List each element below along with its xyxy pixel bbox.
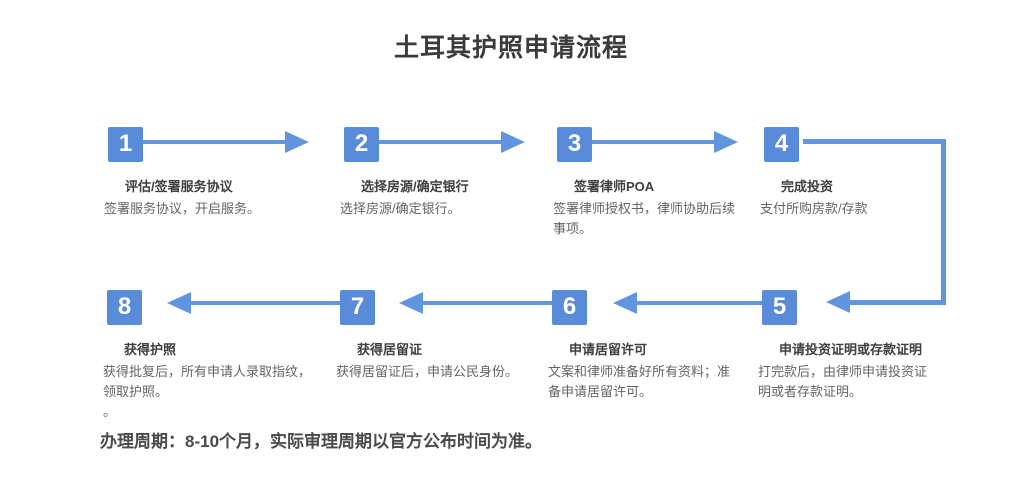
step-5-title: 申请投资证明或存款证明: [779, 342, 923, 357]
step-5-description: 打完款后，由律师申请投资证 明或者存款证明。: [758, 364, 928, 399]
step-6-title: 申请居留许可: [569, 342, 648, 357]
step-3-description: 签署律师授权书，律师协助后续 事项。: [553, 201, 736, 236]
step-6-number-box: 6: [552, 290, 587, 325]
page-title: 土耳其护照申请流程: [393, 34, 628, 62]
step-3-title: 签署律师POA: [574, 179, 655, 194]
step-2: 2 选择房源/确定银行 选择房源/确定银行。: [340, 127, 580, 219]
arrow-left-icon: [399, 292, 423, 314]
arrow-right-icon: [379, 140, 501, 144]
step-4-title: 完成投资: [781, 179, 834, 194]
step-6: 6 申请居留许可 文案和律师准备好所有资料；准 备申请居留许可。: [548, 290, 788, 402]
step-8: 8 获得护照 获得批复后，所有申请人录取指纹， 领取护照。 。: [103, 290, 343, 422]
step-1-description: 签署服务协议，开启服务。: [104, 201, 261, 216]
arrow-left-icon: [637, 301, 762, 305]
arrow-right-icon: [501, 131, 525, 153]
arrow-right-icon: [592, 140, 714, 144]
step-number: 5: [772, 293, 787, 320]
step-8-title: 获得护照: [124, 342, 177, 357]
processing-period-note: 办理周期：8-10个月，实际审理周期以官方公布时间为准。: [100, 432, 543, 451]
step-number: 8: [117, 293, 132, 320]
arrow-right-icon: [714, 131, 738, 153]
connector-line-bottom: [850, 300, 946, 305]
step-number: 7: [350, 293, 365, 320]
step-2-number-box: 2: [344, 127, 379, 162]
connector-line-top: [803, 139, 946, 144]
step-1-title: 评估/签署服务协议: [125, 179, 233, 194]
step-7-title: 获得居留证: [357, 342, 423, 357]
step-number: 2: [354, 130, 369, 157]
arrow-left-icon: [826, 291, 850, 313]
step-1: 1 评估/签署服务协议 签署服务协议，开启服务。: [104, 127, 344, 219]
arrow-left-icon: [191, 301, 340, 305]
connector-line-vertical: [941, 139, 946, 303]
step-4-number-box: 4: [764, 127, 799, 162]
step-number: 1: [118, 130, 133, 157]
step-7-number-box: 7: [340, 290, 375, 325]
step-8-number-box: 8: [107, 290, 142, 325]
step-5-number-box: 5: [762, 290, 797, 325]
step-6-description: 文案和律师准备好所有资料；准 备申请居留许可。: [548, 364, 731, 399]
step-2-description: 选择房源/确定银行。: [340, 201, 461, 216]
step-8-description: 获得批复后，所有申请人录取指纹， 领取护照。 。: [103, 364, 312, 419]
step-3-number-box: 3: [557, 127, 592, 162]
step-2-title: 选择房源/确定银行: [361, 179, 469, 194]
step-number: 3: [567, 130, 582, 157]
arrow-left-icon: [613, 292, 637, 314]
arrow-right-icon: [285, 131, 309, 153]
arrow-left-icon: [423, 301, 552, 305]
step-7-description: 获得居留证后，申请公民身份。: [336, 364, 519, 379]
step-5: 5 申请投资证明或存款证明 打完款后，由律师申请投资证 明或者存款证明。: [758, 290, 973, 402]
arrow-right-icon: [143, 140, 285, 144]
step-1-number-box: 1: [108, 127, 143, 162]
step-4: 4 完成投资 支付所购房款/存款: [760, 127, 975, 219]
arrow-left-icon: [167, 292, 191, 314]
step-7: 7 获得居留证 获得居留证后，申请公民身份。: [336, 290, 576, 382]
step-number: 4: [774, 130, 789, 157]
step-4-description: 支付所购房款/存款: [760, 201, 868, 216]
step-number: 6: [562, 293, 577, 320]
step-3: 3 签署律师POA 签署律师授权书，律师协助后续 事项。: [553, 127, 793, 239]
